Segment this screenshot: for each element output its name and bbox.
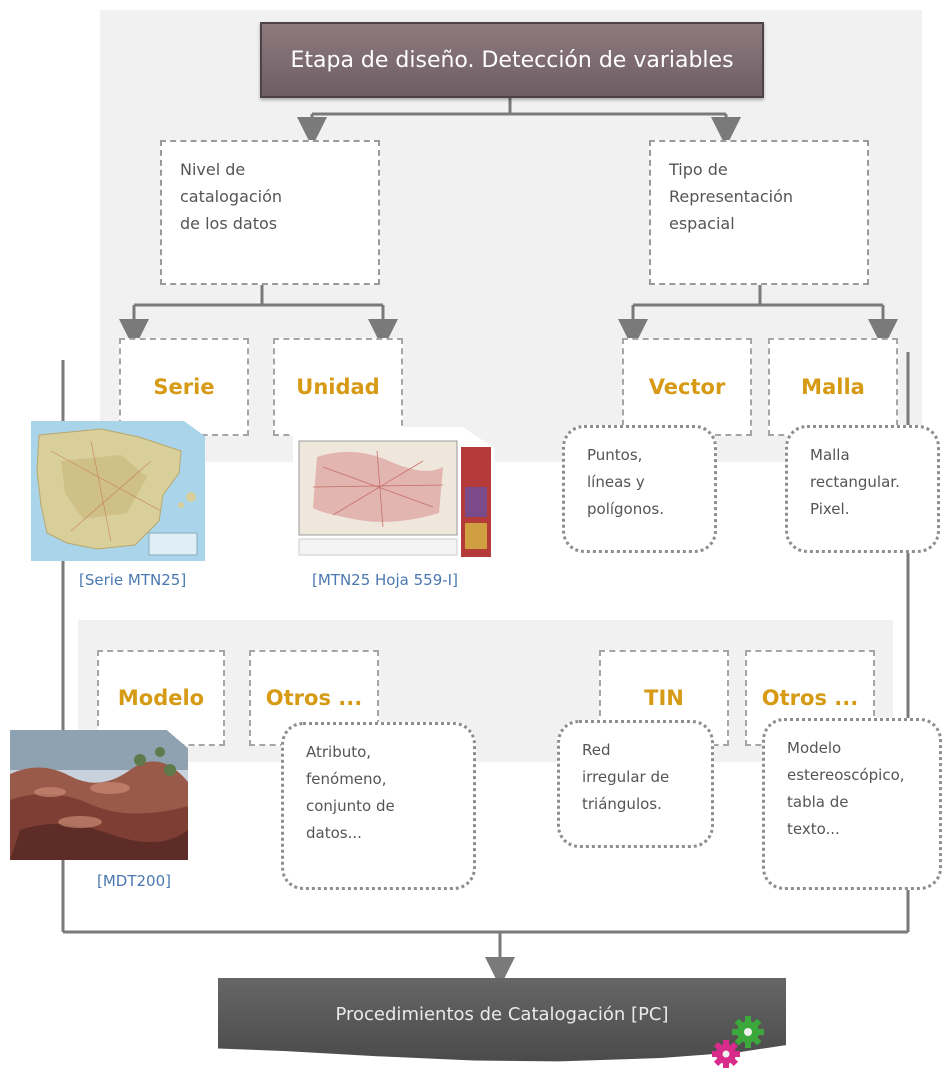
spatial-representation-line: Tipo de	[669, 160, 728, 179]
gears-icon	[712, 1016, 764, 1068]
malla-note-line: Pixel.	[810, 500, 850, 518]
vector-note-line: Puntos,	[587, 446, 643, 464]
malla-note: Malla rectangular. Pixel.	[785, 425, 940, 553]
stage-title-box: Etapa de diseño. Detección de variables	[260, 22, 764, 98]
hoja-caption: [MTN25 Hoja 559-I]	[312, 571, 458, 589]
otros-left-note-line: Atributo,	[306, 743, 372, 761]
stage-title: Etapa de diseño. Detección de variables	[290, 47, 734, 73]
spatial-representation-line: Representación	[669, 187, 794, 206]
otros-right-note: Modelo estereoscópico, tabla de texto...	[762, 718, 942, 890]
vector-note-line: líneas y	[587, 473, 645, 491]
catalog-level-line: Nivel de	[180, 160, 246, 179]
category-vector-label: Vector	[648, 375, 726, 399]
category-tin-label: TIN	[644, 686, 684, 710]
footer-label: Procedimientos de Catalogación [PC]	[335, 1003, 669, 1025]
otros-right-note-line: tabla de	[787, 793, 849, 811]
otros-left-note-line: datos...	[306, 824, 362, 842]
tin-note-line: irregular de	[582, 768, 670, 786]
catalog-level-line: catalogación	[180, 187, 283, 206]
category-vector: Vector	[622, 338, 752, 436]
category-malla: Malla	[768, 338, 898, 436]
category-unidad: Unidad	[273, 338, 403, 436]
otros-left-note: Atributo, fenómeno, conjunto de datos...	[281, 722, 476, 890]
otros-right-note-line: texto...	[787, 820, 840, 838]
category-unidad-label: Unidad	[296, 375, 380, 399]
otros-right-note-line: estereoscópico,	[787, 766, 905, 784]
tin-note-line: triángulos.	[582, 795, 662, 813]
malla-note-line: Malla	[810, 446, 850, 464]
cataloging-procedures-banner: Procedimientos de Catalogación [PC]	[218, 978, 786, 1062]
map-iberia-thumbnail	[31, 421, 205, 561]
catalog-level-box: Nivel de catalogación de los datos	[160, 140, 380, 285]
category-otros-left-label: Otros ...	[265, 686, 363, 710]
category-serie: Serie	[119, 338, 249, 436]
tin-note-line: Red	[582, 741, 611, 759]
category-modelo-label: Modelo	[117, 686, 205, 710]
category-malla-label: Malla	[801, 375, 865, 399]
otros-right-note-line: Modelo	[787, 739, 842, 757]
tin-note: Red irregular de triángulos.	[557, 720, 714, 848]
vector-note: Puntos, líneas y polígonos.	[562, 425, 717, 553]
category-otros-right-label: Otros ...	[761, 686, 859, 710]
serie-caption: [Serie MTN25]	[79, 571, 187, 589]
vector-note-line: polígonos.	[587, 500, 664, 518]
catalog-level-line: de los datos	[180, 214, 278, 233]
mdt-caption: [MDT200]	[97, 872, 171, 890]
otros-left-note-line: fenómeno,	[306, 770, 387, 788]
spatial-representation-box: Tipo de Representación espacial	[649, 140, 869, 285]
terrain-model-thumbnail	[10, 730, 188, 860]
otros-left-note-line: conjunto de	[306, 797, 395, 815]
map-sheet-thumbnail	[293, 427, 495, 561]
malla-note-line: rectangular.	[810, 473, 900, 491]
category-serie-label: Serie	[153, 375, 215, 399]
spatial-representation-line: espacial	[669, 214, 735, 233]
